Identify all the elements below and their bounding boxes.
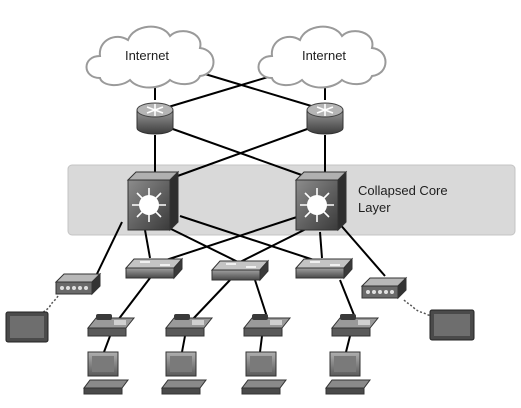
pc-icon xyxy=(83,351,129,395)
ip-phone-icon xyxy=(242,314,292,337)
multilayer-switch-icon xyxy=(294,170,348,232)
layer-label-line2: Layer xyxy=(358,200,391,215)
switch-icon xyxy=(124,257,184,280)
cloud-icon xyxy=(85,25,215,89)
internet-cloud-left: Internet xyxy=(85,25,215,89)
router-right xyxy=(306,102,344,135)
layer-label-line1: Collapsed Core xyxy=(358,183,448,198)
core-switch-right xyxy=(294,170,348,232)
display-right xyxy=(429,309,475,341)
internet-cloud-right: Internet xyxy=(257,25,387,89)
cloud-label: Internet xyxy=(302,48,346,63)
pc-2 xyxy=(161,351,207,395)
collapsed-core-band xyxy=(67,164,516,236)
pc-icon xyxy=(161,351,207,395)
wireless-access-point-icon xyxy=(360,276,408,300)
pc-3 xyxy=(241,351,287,395)
ip-phone-3 xyxy=(242,314,292,337)
access-switch-1 xyxy=(124,257,184,280)
access-switch-2 xyxy=(210,259,270,282)
ip-phone-4 xyxy=(330,314,380,337)
access-switch-3 xyxy=(294,257,354,280)
pc-4 xyxy=(325,351,371,395)
cloud-label: Internet xyxy=(125,48,169,63)
core-switch-left xyxy=(126,170,180,232)
pc-icon xyxy=(241,351,287,395)
pc-1 xyxy=(83,351,129,395)
display-icon xyxy=(5,311,49,343)
ip-phone-icon xyxy=(86,314,136,337)
switch-icon xyxy=(294,257,354,280)
display-left xyxy=(5,311,49,343)
wireless-access-point-icon xyxy=(54,272,102,296)
router-left xyxy=(136,102,174,135)
wireless-ap-right xyxy=(360,276,439,319)
ip-phone-icon xyxy=(330,314,380,337)
ip-phone-1 xyxy=(86,314,136,337)
cloud-icon xyxy=(257,25,387,89)
switch-icon xyxy=(210,259,270,282)
pc-icon xyxy=(325,351,371,395)
multilayer-switch-icon xyxy=(126,170,180,232)
ip-phone-icon xyxy=(164,314,214,337)
display-icon xyxy=(429,309,475,341)
ip-phone-2 xyxy=(164,314,214,337)
router-icon xyxy=(136,102,174,135)
router-icon xyxy=(306,102,344,135)
